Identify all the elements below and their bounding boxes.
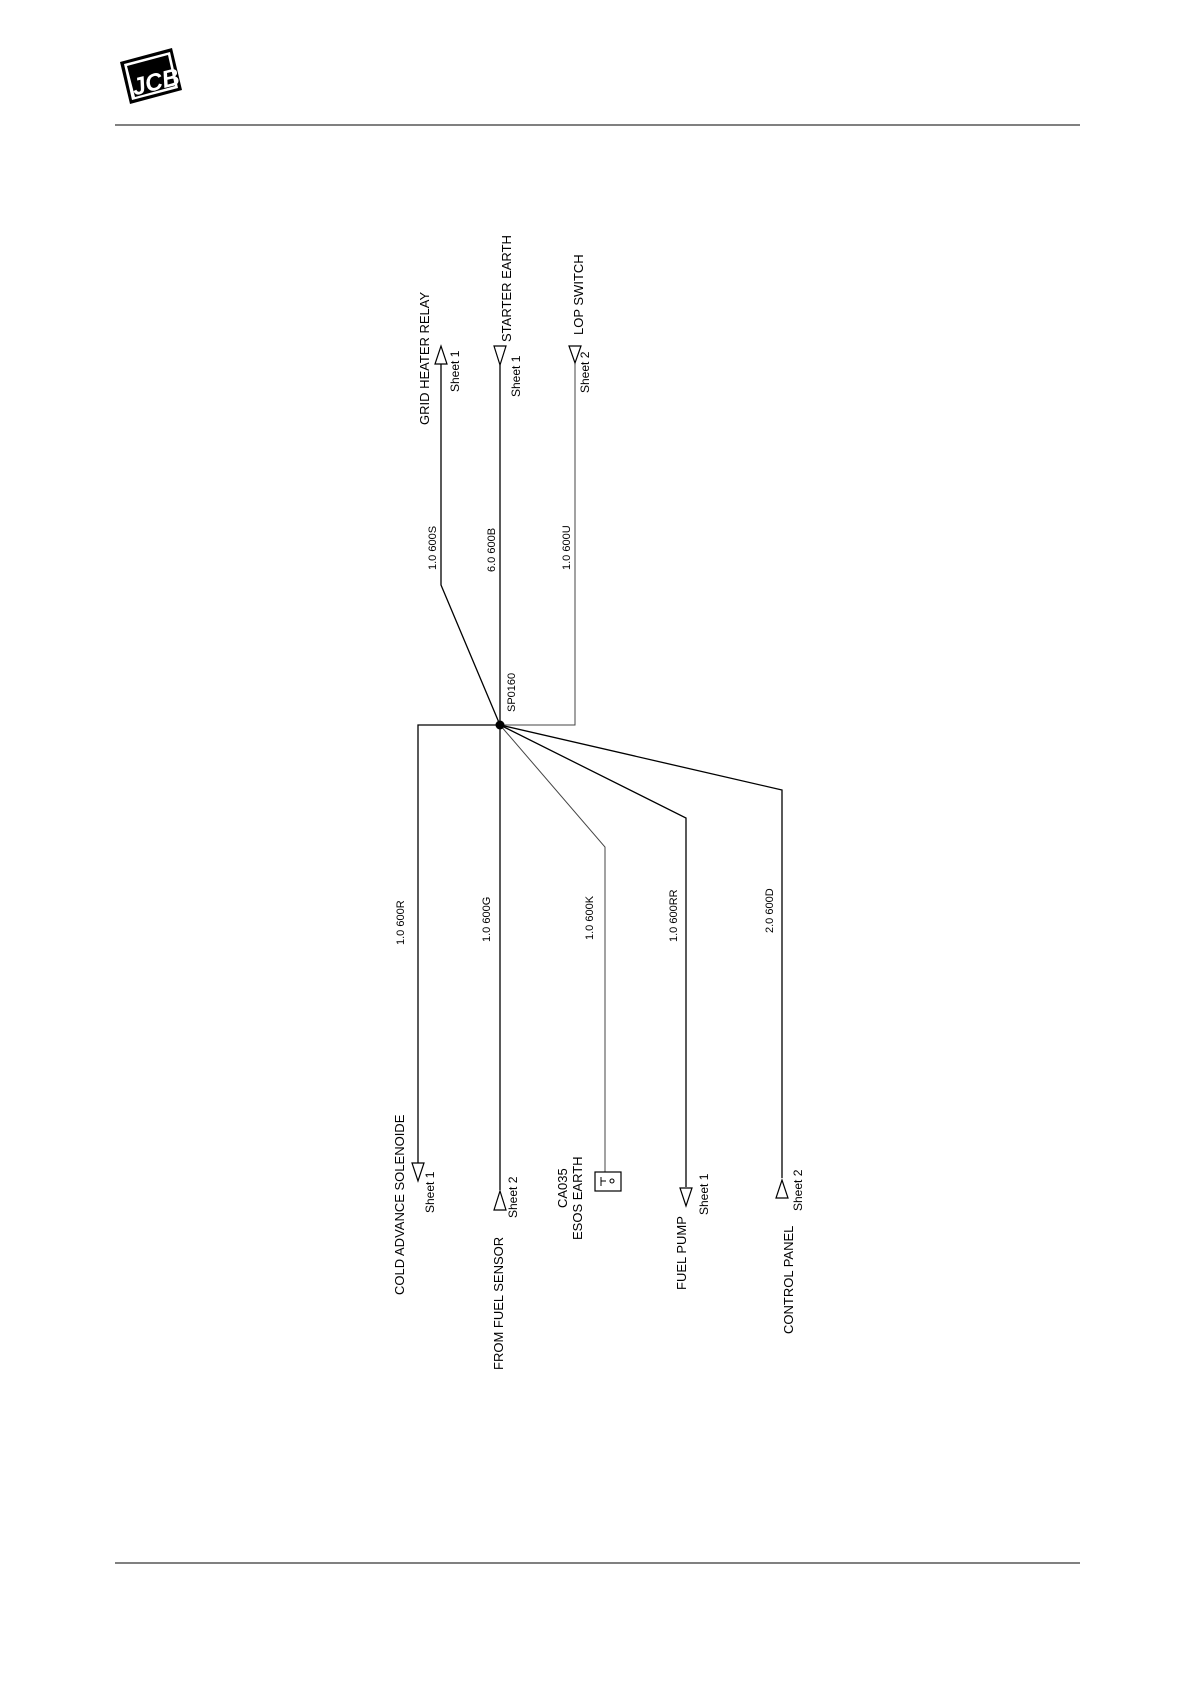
dest-cold-advance-name: COLD ADVANCE SOLENOIDE: [392, 1114, 407, 1295]
wire-label-grid-heater: 1.0 600S: [427, 526, 439, 570]
splice-label: SP0160: [506, 673, 518, 712]
dest-fuel-sensor-name: FROM FUEL SENSOR: [491, 1237, 506, 1370]
grid-heater-arrow: [435, 346, 447, 364]
wire-label-fuel-sensor: 1.0 600G: [481, 897, 493, 942]
wire-label-fuel-pump: 1.0 600RR: [668, 889, 680, 942]
dest-cold-advance-sheet: Sheet 1: [423, 1171, 437, 1213]
wire-label-starter-earth: 6.0 600B: [486, 528, 498, 572]
dest-esos-earth-name: ESOS EARTH: [570, 1156, 585, 1240]
wire-esos-earth: [500, 725, 605, 1172]
wire-label-cold-advance: 1.0 600R: [395, 900, 407, 945]
wire-control-panel: [500, 725, 782, 1178]
dest-starter-earth-sheet: Sheet 1: [509, 355, 523, 397]
fuel-pump-arrow: [680, 1188, 692, 1206]
esos-earth-connector: [595, 1172, 621, 1191]
jcb-logo: JCB: [120, 48, 182, 104]
dest-lop-switch-sheet: Sheet 2: [578, 351, 592, 393]
control-panel-arrow: [776, 1180, 788, 1198]
dest-grid-heater-sheet: Sheet 1: [448, 350, 462, 392]
dest-control-panel-sheet: Sheet 2: [791, 1169, 805, 1211]
wire-fuel-pump: [500, 725, 686, 1187]
splice-node: [496, 721, 505, 730]
starter-earth-arrow: [494, 346, 506, 365]
wire-label-lop-switch: 1.0 600U: [561, 525, 573, 570]
dest-fuel-pump-name: FUEL PUMP: [674, 1216, 689, 1290]
dest-control-panel-name: CONTROL PANEL: [781, 1226, 796, 1334]
fuel-sensor-arrow: [494, 1191, 506, 1210]
wire-cold-advance: [418, 725, 500, 1180]
wire-label-control-panel: 2.0 600D: [764, 888, 776, 933]
dest-esos-earth-connector-id: CA035: [555, 1168, 570, 1208]
dest-lop-switch-name: LOP SWITCH: [571, 254, 586, 335]
dest-grid-heater-name: GRID HEATER RELAY: [417, 292, 432, 425]
dest-fuel-sensor-sheet: Sheet 2: [506, 1176, 520, 1218]
dest-fuel-pump-sheet: Sheet 1: [697, 1173, 711, 1215]
dest-starter-earth-name: STARTER EARTH: [499, 235, 514, 342]
wire-label-esos-earth: 1.0 600K: [584, 895, 596, 940]
